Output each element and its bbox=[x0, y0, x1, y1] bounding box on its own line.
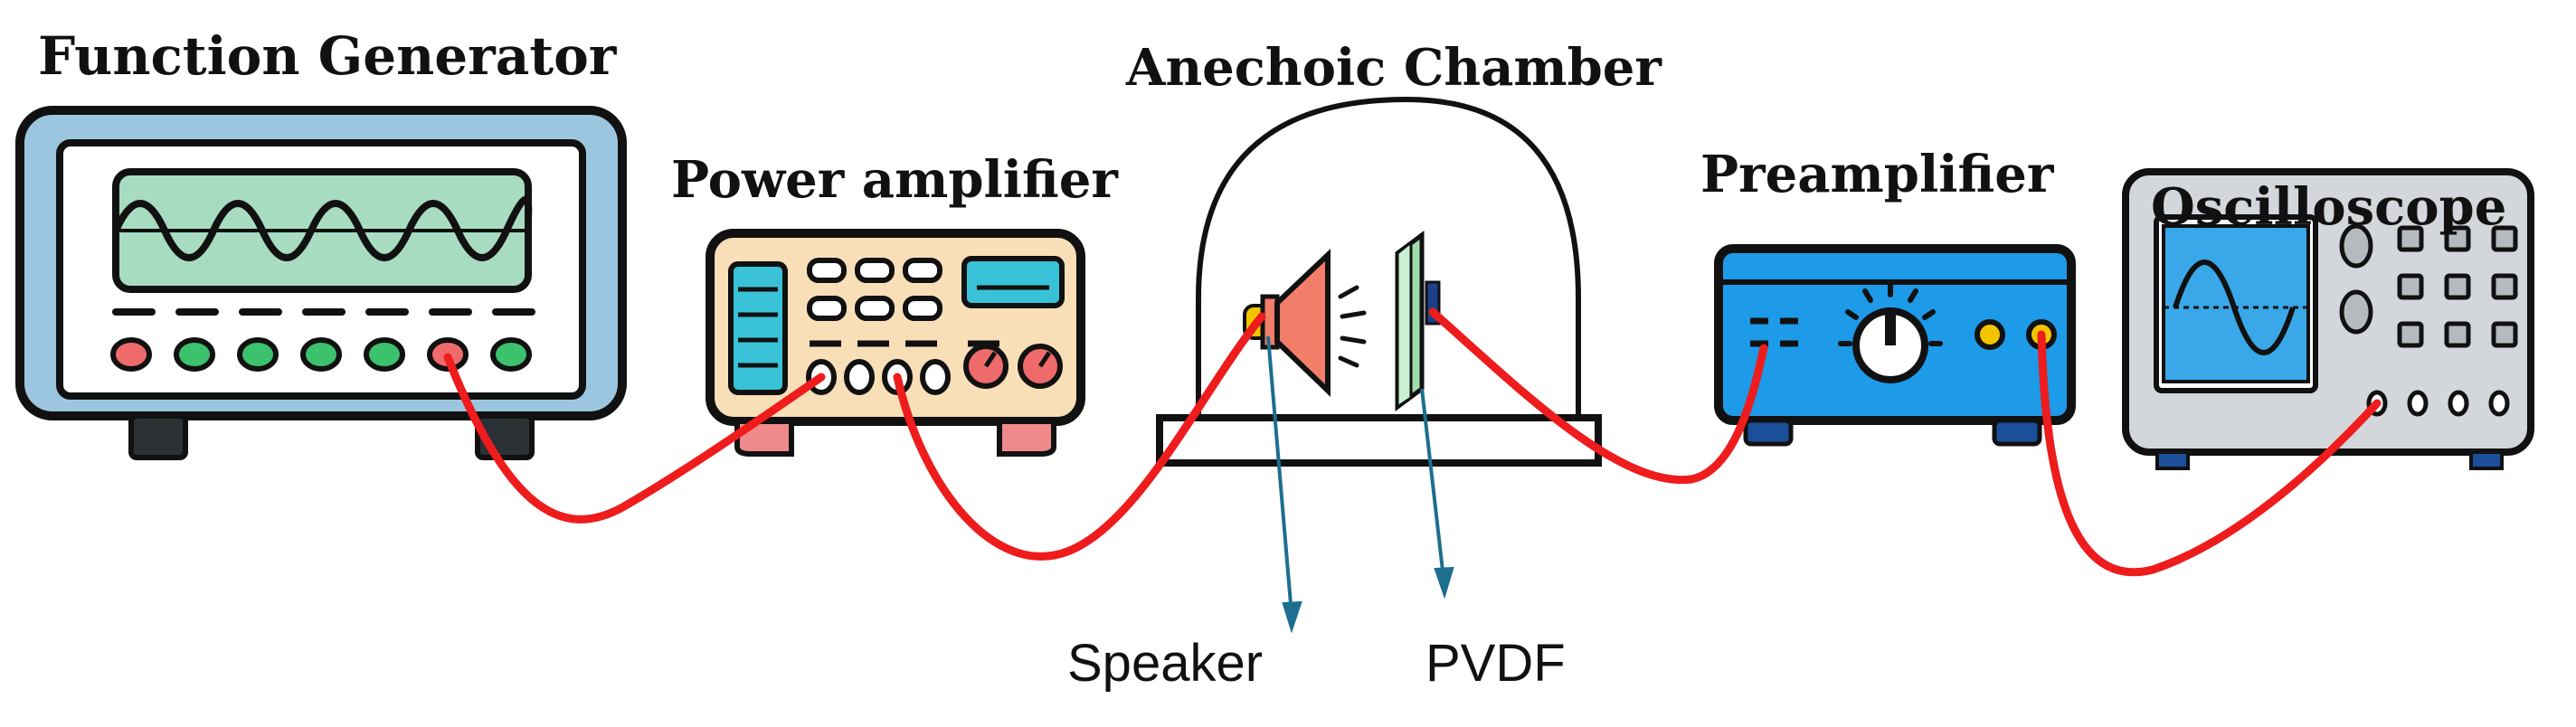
function-generator-label: Function Generator bbox=[38, 25, 617, 87]
generator-knob bbox=[490, 337, 532, 372]
pvdf-pointer bbox=[1420, 388, 1445, 580]
preamplifier bbox=[1714, 244, 2076, 447]
function-generator bbox=[15, 106, 627, 460]
power-amplifier-label: Power amplifier bbox=[671, 150, 1118, 210]
generator-knob bbox=[110, 337, 152, 372]
sine-wave-icon bbox=[2173, 260, 2296, 355]
sine-wave-icon bbox=[112, 195, 533, 261]
anechoic-chamber bbox=[1156, 96, 1602, 467]
speaker-arrowhead-icon bbox=[1282, 600, 1302, 634]
cable-preamplifier-to-oscilloscope bbox=[2037, 330, 2382, 577]
generator-knob bbox=[300, 337, 342, 372]
speaker-label: Speaker bbox=[1067, 634, 1264, 693]
generator-knob bbox=[364, 337, 405, 372]
chamber-base bbox=[1156, 414, 1602, 467]
cable-generator-to-amplifier bbox=[443, 353, 826, 524]
generator-knob bbox=[174, 337, 215, 372]
anechoic-chamber-label: Anechoic Chamber bbox=[1126, 38, 1662, 98]
preamplifier-label: Preamplifier bbox=[1700, 145, 2054, 204]
oscilloscope-label: Oscilloscope bbox=[2151, 177, 2507, 237]
pvdf-arrowhead-icon bbox=[1434, 566, 1454, 600]
power-amplifier bbox=[706, 229, 1085, 457]
cable-pvdf-to-preamplifier bbox=[1428, 307, 1768, 485]
pvdf-film-icon bbox=[1395, 231, 1441, 411]
oscilloscope-screen bbox=[2162, 224, 2310, 383]
generator-knob bbox=[237, 337, 279, 372]
label-pointers bbox=[1266, 335, 1454, 634]
oscilloscope bbox=[2122, 168, 2534, 470]
signal-cables bbox=[443, 307, 2382, 577]
speaker-icon bbox=[1243, 249, 1367, 398]
cable-amplifier-to-speaker bbox=[893, 312, 1266, 561]
speaker-pointer bbox=[1266, 335, 1293, 616]
pvdf-label: PVDF bbox=[1425, 634, 1566, 693]
